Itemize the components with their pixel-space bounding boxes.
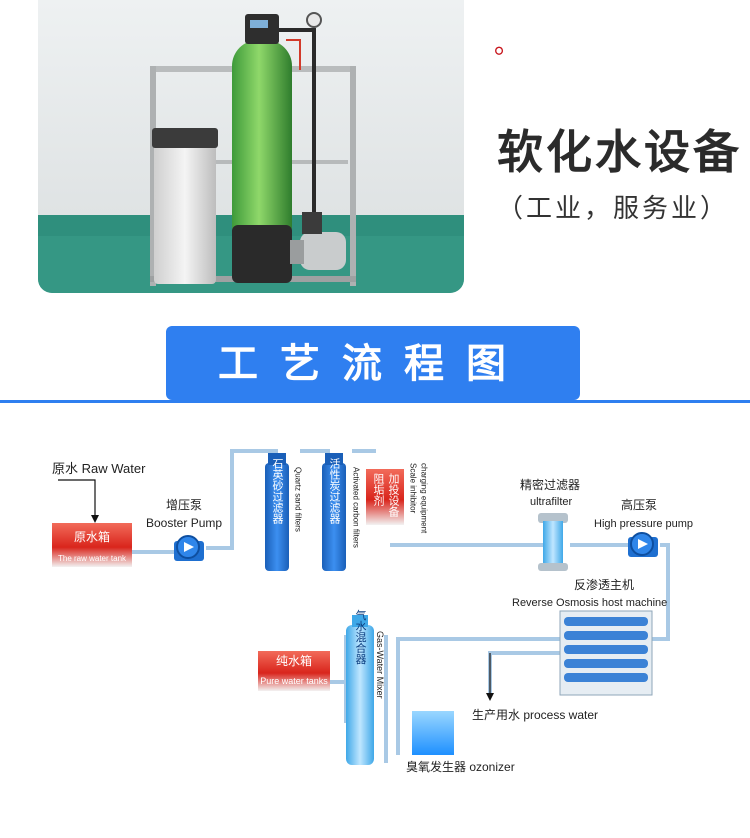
arrow-icon [91, 515, 99, 523]
carbon-en: Activated carbon filters [352, 467, 361, 548]
ultrafilter-en: ultrafilter [530, 496, 573, 508]
bullet-mark: 。 [494, 30, 521, 60]
quartz-en: Quartz sand filters [294, 467, 303, 532]
high-pressure-pump-icon [628, 532, 658, 557]
scale-en-2: charging equipment [420, 463, 429, 534]
flow-lines [58, 479, 491, 695]
pure-water-tank [258, 651, 330, 691]
scale-inhibitor-box [366, 469, 404, 525]
section-banner: 工艺流程图 [166, 326, 580, 400]
scale-en-1: Scale inhibitor [409, 463, 418, 514]
arrow-icon [486, 693, 494, 701]
hp-pump-en: High pressure pump [594, 518, 693, 530]
activated-carbon-filter [322, 453, 346, 571]
product-title: 软化水设备 [497, 125, 742, 179]
flow-diagram-svg: 原水 Raw Water 原水箱 The raw water tank 增压泵 … [52, 449, 693, 774]
pipes [132, 449, 670, 763]
water-softener-photo [38, 0, 464, 293]
raw-water-tank [52, 523, 132, 567]
ro-en: Reverse Osmosis host machine [512, 597, 667, 609]
ozonizer-label: 臭氧发生器 ozonizer [406, 759, 515, 774]
raw-tank-en: The raw water tank [58, 554, 127, 563]
ro-membrane-array [559, 610, 653, 696]
product-subtitle: （工业，服务业） [497, 194, 730, 224]
quartz-cn: 石英砂过滤器 [271, 458, 284, 525]
booster-en: Booster Pump [146, 516, 222, 530]
ozonizer-icon [412, 711, 454, 755]
carbon-cn: 活性炭过滤器 [328, 458, 341, 525]
gas-water-mixer [346, 615, 374, 765]
ultrafilter-cn: 精密过滤器 [520, 477, 580, 492]
ro-cn: 反渗透主机 [574, 577, 634, 592]
scale-cn-1: 阻垢剂 [372, 473, 385, 507]
section-divider [0, 400, 750, 403]
process-flow-diagram: 原水 Raw Water 原水箱 The raw water tank 增压泵 … [0, 403, 750, 834]
pure-tank-cn: 纯水箱 [276, 653, 312, 668]
scale-cn-2: 加投设备 [387, 473, 400, 518]
booster-cn: 增压泵 [166, 498, 202, 512]
quartz-sand-filter [265, 453, 289, 571]
raw-tank-cn: 原水箱 [74, 529, 110, 544]
pure-tank-en: Pure water tanks [260, 676, 328, 686]
booster-pump-icon [174, 535, 204, 561]
mixer-en: Gas-Water Mixer [375, 631, 385, 699]
hp-pump-cn: 高压泵 [621, 497, 657, 512]
product-photo [38, 0, 464, 293]
ultrafilter-icon [538, 513, 568, 571]
raw-water-label: 原水 Raw Water [52, 461, 146, 476]
process-water-label: 生产用水 process water [472, 708, 598, 722]
mixer-cn: 气水混合器 [354, 608, 367, 665]
